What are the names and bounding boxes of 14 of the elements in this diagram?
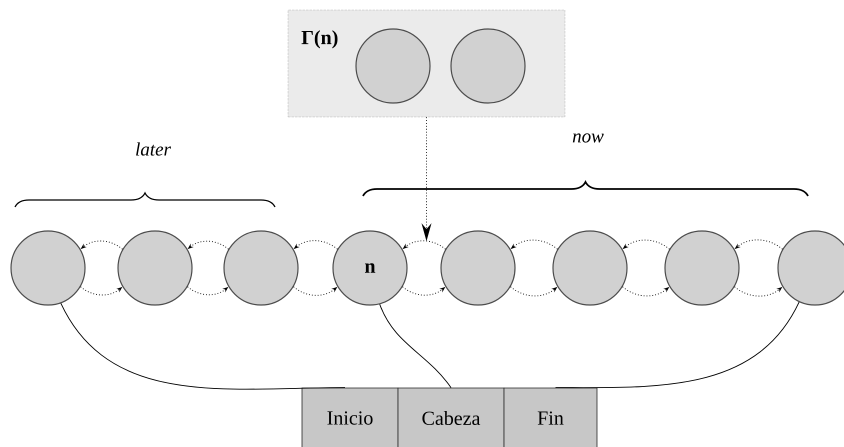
circle xyxy=(223,230,299,306)
table-cell: Fin xyxy=(504,388,598,447)
circle xyxy=(440,230,516,306)
circle xyxy=(355,28,431,104)
circle xyxy=(664,230,740,306)
label: now xyxy=(572,133,604,143)
circle xyxy=(450,28,526,104)
circle xyxy=(10,230,86,306)
circle xyxy=(777,230,844,306)
label: later xyxy=(136,142,172,156)
circle xyxy=(117,230,193,306)
circle xyxy=(552,230,628,306)
table-cell: Cabeza xyxy=(398,388,504,447)
table-cell: Inicio xyxy=(302,388,398,447)
